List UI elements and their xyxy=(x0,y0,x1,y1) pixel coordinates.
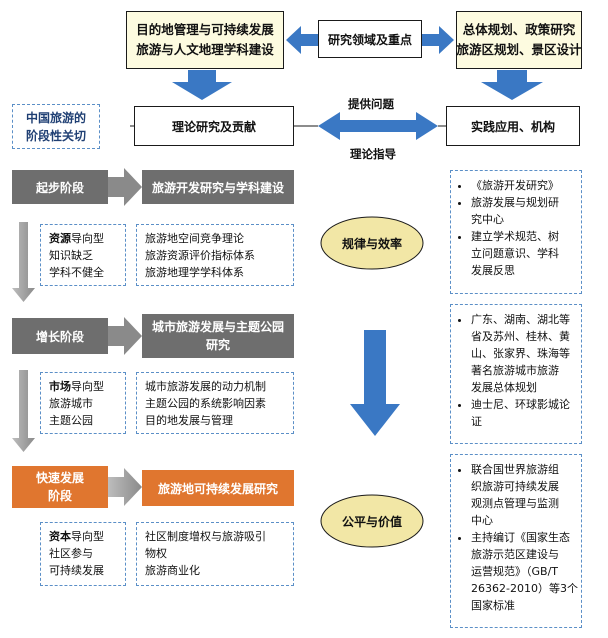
top-left-box: 目的地管理与可持续发展 旅游与人文地理学科建设 xyxy=(126,11,284,69)
top-right-line-1: 总体规划、政策研究 xyxy=(462,22,576,37)
stage-arrow-1 xyxy=(108,168,142,206)
practice-3-item-1: 联合国世界旅游组 织旅游可持续发展 观测点管理与监测 中心 xyxy=(471,461,577,529)
stage-1-label: 起步阶段 xyxy=(12,170,108,204)
ellipse-law-efficiency xyxy=(320,216,424,270)
research-focus-label: 研究领域及重点 xyxy=(327,32,412,47)
practice-3-item-2: 主持编订《国家生态 旅游示范区建设与 运营规范》（GB/T 26362-2010… xyxy=(471,529,578,614)
fairness-value-label: 公平与价值 xyxy=(341,514,402,529)
arrow-right-top xyxy=(422,26,454,54)
double-arrow xyxy=(318,112,438,140)
stage-arrow-2 xyxy=(108,317,142,355)
theory-research-box: 理论研究及贡献 xyxy=(134,106,294,146)
stage-3-research: 社区制度增权与旅游吸引 物权 旅游商业化 xyxy=(136,522,294,586)
theory-research-label: 理论研究及贡献 xyxy=(171,119,256,134)
stage-1-theme: 旅游开发研究与学科建设 xyxy=(142,170,294,204)
top-right-line-2: 旅游区规划、景区设计 xyxy=(456,42,582,57)
stage-2-driver: 市场导向型 旅游城市 主题公园 xyxy=(40,372,126,434)
top-left-line-1: 目的地管理与可持续发展 xyxy=(136,22,274,37)
stage-concern-header: 中国旅游的 阶段性关切 xyxy=(12,104,100,149)
practice-application-label: 实践应用、机构 xyxy=(470,119,555,134)
practice-2-item-1: 广东、湖南、湖北等 省及苏州、桂林、黄 山、张家界、珠海等 著名旅游城市旅游 发… xyxy=(471,311,577,396)
law-efficiency-label: 规律与效率 xyxy=(341,236,402,251)
practice-application-box: 实践应用、机构 xyxy=(446,106,580,146)
arrow-down-left xyxy=(172,70,232,100)
research-focus-box: 研究领域及重点 xyxy=(318,20,422,58)
arrow-down-right xyxy=(481,70,543,100)
stage-3-driver: 资本导向型 社区参与 可持续发展 xyxy=(40,522,126,586)
vertical-arrow-1 xyxy=(12,222,35,302)
top-left-line-2: 旅游与人文地理学科建设 xyxy=(136,42,274,57)
vertical-arrow-2 xyxy=(12,370,35,452)
ellipse-fairness-value xyxy=(320,494,424,548)
practice-2-item-2: 迪士尼、环球影城论 证 xyxy=(471,396,577,430)
stage-2-label: 增长阶段 xyxy=(12,318,108,354)
practice-box-3: 联合国世界旅游组 织旅游可持续发展 观测点管理与监测 中心 主持编订《国家生态 … xyxy=(450,454,582,628)
stage-arrow-3 xyxy=(108,468,142,506)
top-right-box: 总体规划、政策研究 旅游区规划、景区设计 xyxy=(456,11,582,69)
practice-1-item-1: 《旅游开发研究》 xyxy=(471,177,577,194)
stage-1-research: 旅游地空间竞争理论 旅游资源评价指标体系 旅游地理学学科体系 xyxy=(136,224,294,286)
stage-2-research: 城市旅游发展的动力机制 主题公园的系统影响因素 目的地发展与管理 xyxy=(136,372,294,434)
theory-guide-label: 理论指导 xyxy=(350,147,396,161)
stage-1-driver: 资源导向型 知识缺乏 学科不健全 xyxy=(40,224,126,286)
practice-box-2: 广东、湖南、湖北等 省及苏州、桂林、黄 山、张家界、珠海等 著名旅游城市旅游 发… xyxy=(450,304,582,444)
arrow-down-middle xyxy=(350,330,400,436)
provide-problem-label: 提供问题 xyxy=(348,97,394,111)
stage-concern-line-1: 中国旅游的 xyxy=(25,110,86,125)
stage-2-theme: 城市旅游发展与主题公园 研究 xyxy=(142,314,294,358)
stage-3-label: 快速发展 阶段 xyxy=(12,466,108,508)
stage-concern-line-2: 阶段性关切 xyxy=(25,128,86,143)
stage-3-theme: 旅游地可持续发展研究 xyxy=(142,470,294,506)
arrow-left-top xyxy=(286,26,318,54)
